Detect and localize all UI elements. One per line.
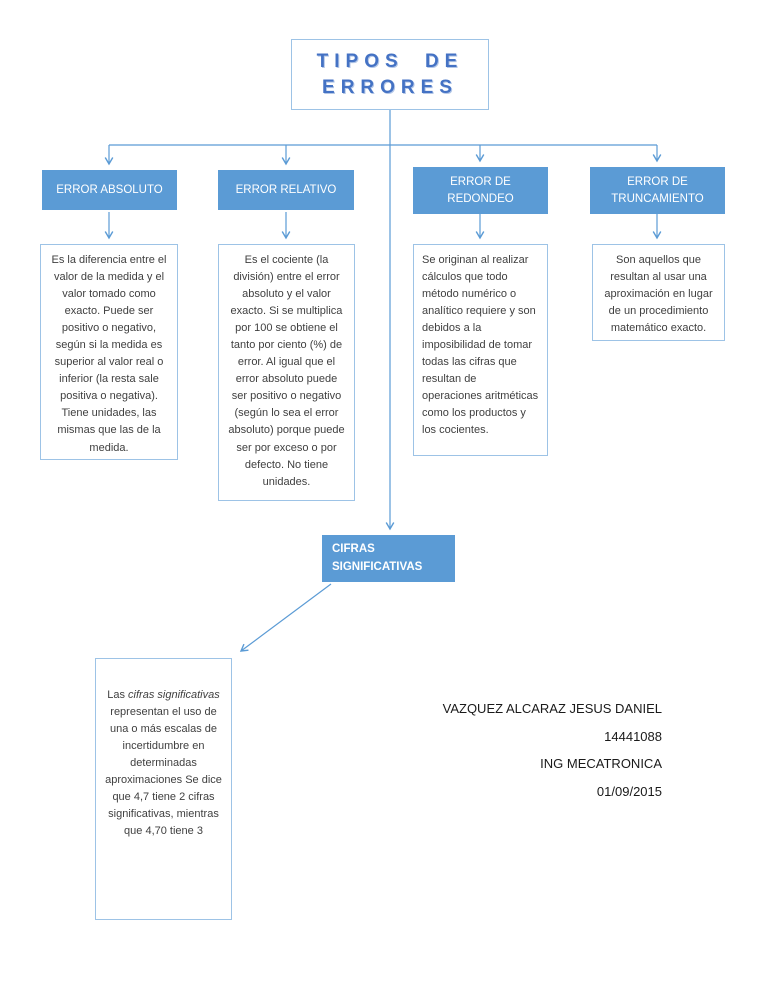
- branch-header-error-de-truncamiento: ERROR DE TRUNCAMIENTO: [590, 167, 725, 214]
- branch-header-error-relativo: ERROR RELATIVO: [218, 170, 354, 210]
- author-date: 01/09/2015: [596, 783, 662, 799]
- cifras-significativas-description: Las cifras significativas representan el…: [95, 658, 232, 920]
- cifras-description-text-end: representan el uso de una o más escalas …: [105, 706, 222, 838]
- branch-header-error-absoluto: ERROR ABSOLUTO: [42, 170, 177, 210]
- author-student-id: 14441088: [604, 728, 662, 744]
- author-name: VAZQUEZ ALCARAZ JESUS DANIEL: [442, 701, 662, 716]
- branch-description-error-relativo: Es el cociente (la división) entre el er…: [218, 244, 355, 501]
- title-box: TIPOS DE ERRORES: [291, 39, 489, 110]
- branch-header-error-de-redondeo: ERROR DE REDONDEO: [413, 167, 548, 214]
- cifras-description-text-start: Las: [107, 689, 129, 701]
- title-line-2: ERRORES: [322, 76, 458, 98]
- author-program: ING MECATRONICA: [540, 756, 662, 772]
- author-block: VAZQUEZ ALCARAZ JESUS DANIEL 14441088 IN…: [443, 701, 662, 811]
- cifras-description-text-italic: cifras significativas: [128, 689, 220, 701]
- branch-description-error-de-redondeo: Se originan al realizar cálculos que tod…: [413, 244, 548, 456]
- title-line-1: TIPOS DE: [316, 50, 464, 72]
- cifras-significativas-box: CIFRAS SIGNIFICATIVAS: [322, 535, 455, 582]
- branch-description-error-absoluto: Es la diferencia entre el valor de la me…: [40, 244, 178, 460]
- branch-description-error-de-truncamiento: Son aquellos que resultan al usar una ap…: [592, 244, 725, 341]
